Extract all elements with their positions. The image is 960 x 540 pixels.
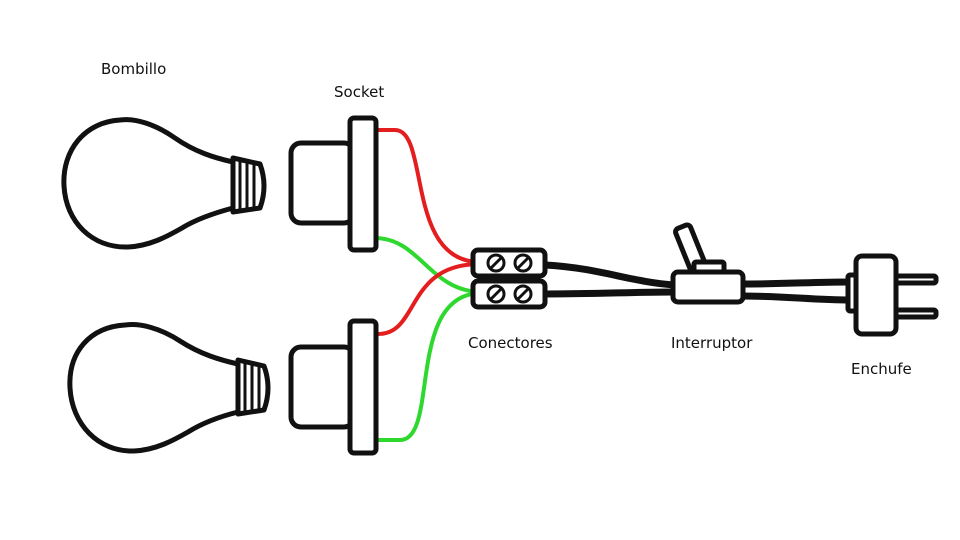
cable-lower bbox=[541, 288, 679, 298]
connector-top-body bbox=[470, 247, 548, 279]
cable-out-upper bbox=[736, 278, 856, 288]
bulb-top-thread bbox=[238, 160, 256, 210]
socket-bottom bbox=[288, 318, 379, 456]
toggle-switch bbox=[670, 222, 746, 305]
socket-label: Socket bbox=[334, 83, 385, 101]
bulb-top bbox=[61, 117, 267, 250]
connector-bottom-body bbox=[470, 278, 548, 310]
connector-block-top bbox=[470, 247, 548, 279]
cables bbox=[541, 261, 856, 304]
switch-body bbox=[670, 269, 746, 305]
bulb-label: Bombillo bbox=[101, 60, 167, 78]
red-wire-top bbox=[360, 128, 482, 264]
green-wire-top bbox=[360, 236, 484, 294]
bulb-bottom-glass bbox=[67, 322, 239, 454]
plug-label: Enchufe bbox=[851, 360, 912, 378]
connector-block-bottom bbox=[470, 278, 548, 310]
socket-top-body bbox=[288, 140, 357, 226]
connectors-label: Conectores bbox=[468, 334, 553, 352]
switch-label: Interruptor bbox=[671, 334, 753, 352]
socket-top-plate bbox=[347, 115, 379, 253]
wires bbox=[360, 128, 484, 442]
socket-bottom-plate bbox=[347, 318, 379, 456]
bulb-bottom-thread bbox=[243, 362, 261, 412]
red-wire-bottom bbox=[360, 262, 482, 336]
plug-body bbox=[853, 253, 899, 337]
plug-prong-bottom bbox=[891, 307, 939, 320]
plug bbox=[845, 253, 939, 337]
socket-top bbox=[288, 115, 379, 253]
green-wire-bottom bbox=[360, 291, 484, 442]
bulb-top-glass bbox=[61, 117, 234, 250]
bulb-bottom bbox=[67, 322, 271, 454]
socket-bottom-body bbox=[288, 344, 357, 430]
plug-prong-top bbox=[891, 273, 939, 286]
cable-upper bbox=[541, 261, 679, 289]
cable-out-lower bbox=[736, 292, 856, 304]
